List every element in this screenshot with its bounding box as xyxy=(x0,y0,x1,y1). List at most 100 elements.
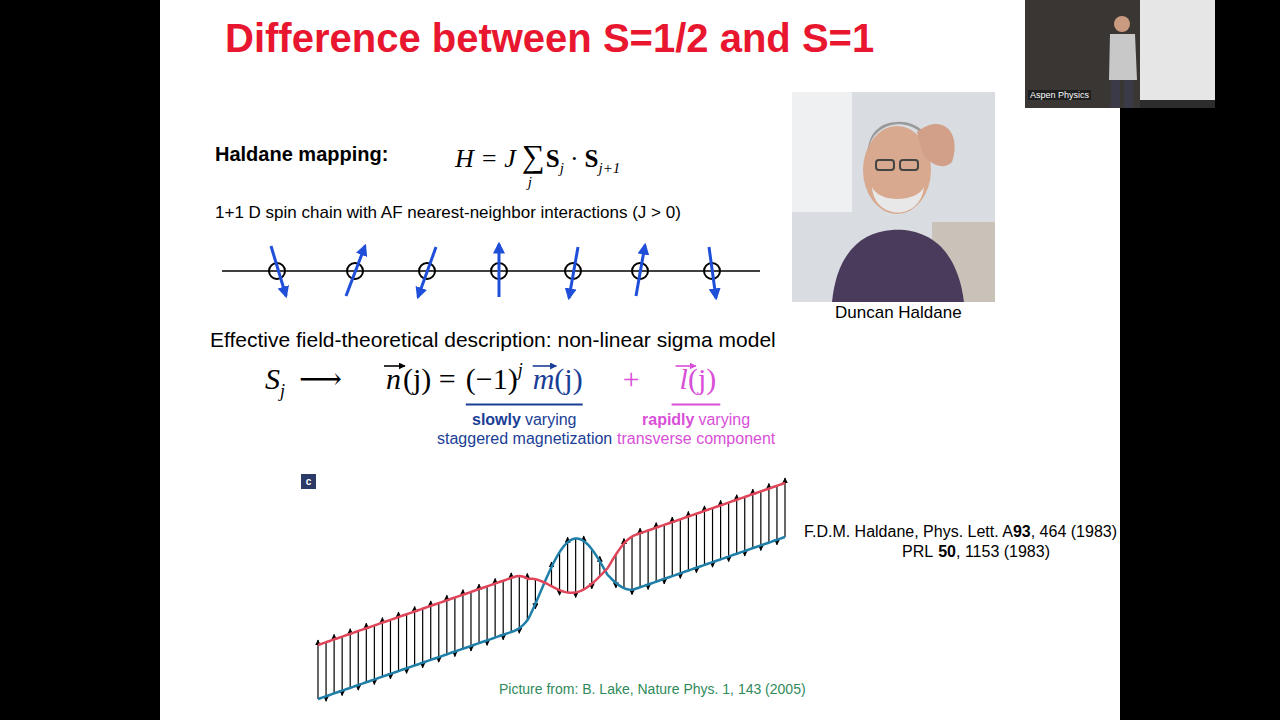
underline xyxy=(466,404,583,406)
annotation-row: rapidlyvarying xyxy=(642,411,750,429)
spin-arrow xyxy=(648,530,649,589)
dot-product: · xyxy=(570,144,579,174)
maps-to-arrow: ⟶ xyxy=(299,362,342,397)
spin-arrow xyxy=(768,484,769,543)
spin-arrow xyxy=(334,634,335,693)
spin-arrow xyxy=(470,592,471,651)
equation-text: (j) xyxy=(554,362,582,397)
spin-arrow xyxy=(744,497,745,556)
spin-arrow xyxy=(374,625,375,684)
photo-caption: Duncan Haldane xyxy=(835,303,962,323)
description-row: Effective field-theoretical description:… xyxy=(210,328,776,352)
picture-credit: Picture from: B. Lake, Nature Phys. 1, 1… xyxy=(499,681,806,697)
heading-row: Haldane mapping: xyxy=(215,143,388,166)
description-row: 1+1 D spin chain with AF nearest-neighbo… xyxy=(215,203,681,223)
underline xyxy=(672,404,721,406)
hamiltonian-formula: H = J∑jSj·Sj+1 xyxy=(455,138,620,175)
spin-arrow xyxy=(672,517,673,576)
sum-symbol: ∑ xyxy=(522,138,545,175)
citation-text: , 464 (1983) xyxy=(1031,523,1117,541)
spin-arrow xyxy=(776,486,777,545)
annotation-text: transverse component xyxy=(617,430,775,448)
description-text: 1+1 D spin chain with AF nearest-neighbo… xyxy=(215,203,681,223)
annotation-row: staggered magnetization xyxy=(437,430,612,448)
annotation-text: staggered magnetization xyxy=(437,430,612,448)
citation-text: , 1153 (1983) xyxy=(956,543,1050,561)
subscript: j+1 xyxy=(599,160,621,177)
annotation-text: rapidly xyxy=(642,411,694,429)
spin-arrow xyxy=(511,573,512,632)
stagger-factor: (−1) xyxy=(466,362,518,397)
spin-arrow xyxy=(631,537,632,595)
spin-arrow xyxy=(462,590,463,649)
spin-arrow xyxy=(358,631,359,690)
spin-arrow xyxy=(636,245,645,296)
annotation-text: varying xyxy=(698,411,750,429)
spin-arrow xyxy=(398,612,399,671)
spin-arrow xyxy=(519,576,520,633)
portrait-photo xyxy=(792,92,995,302)
citation-volume: 50 xyxy=(938,543,956,561)
vector-symbol: m xyxy=(533,362,555,397)
citation-row: F.D.M. Haldane, Phys. Lett. A93, 464 (19… xyxy=(804,523,1117,541)
spin-arrow xyxy=(317,640,318,699)
caption-row: Duncan Haldane xyxy=(835,303,962,323)
ribbon-edge xyxy=(318,483,785,645)
spin-arrow xyxy=(567,537,568,592)
spin-arrow xyxy=(704,506,705,565)
spin-arrow xyxy=(639,528,640,587)
spin-arrow xyxy=(430,601,431,660)
spin-operator: S xyxy=(585,145,599,174)
spin-operator: S xyxy=(546,145,560,174)
spin-arrow xyxy=(656,523,657,582)
spin-arrow xyxy=(583,536,584,589)
annotation-text: varying xyxy=(525,411,577,429)
panel-tag: c xyxy=(301,474,316,489)
spin-arrow xyxy=(342,637,343,696)
spin-arrow xyxy=(760,491,761,550)
spin-arrow xyxy=(709,247,716,298)
spin-arrow xyxy=(422,609,423,668)
spin-arrow xyxy=(720,500,721,559)
equation-text: (j) = xyxy=(403,362,456,397)
equation-text: (j) xyxy=(688,362,716,397)
spin-arrow xyxy=(498,244,501,297)
panel-letter: c xyxy=(306,477,312,487)
spin-arrow xyxy=(664,525,665,584)
field-equation: Sj⟶n(j) =(−1)jm(j)+l(j) xyxy=(265,362,716,397)
spin-arrow xyxy=(390,620,391,679)
spin-arrow xyxy=(784,478,785,537)
spin-arrow xyxy=(478,584,479,643)
spin-arrow xyxy=(446,595,447,654)
citation-row: PRL 50, 1153 (1983) xyxy=(902,543,1050,561)
side-band xyxy=(0,0,160,720)
vector-symbol: n xyxy=(386,362,401,397)
spin-arrow xyxy=(503,581,504,640)
sum-index: j xyxy=(528,174,532,191)
citation-volume: 93 xyxy=(1013,523,1031,541)
spin-arrow xyxy=(569,247,578,298)
spin-arrow xyxy=(418,247,436,297)
description-text: Effective field-theoretical description:… xyxy=(210,328,776,352)
spin-arrows xyxy=(318,478,785,701)
spin-arrow xyxy=(271,246,286,296)
spin-arrow xyxy=(688,512,689,571)
spin-arrow xyxy=(752,489,753,548)
annotation-row: slowlyvarying xyxy=(472,411,576,429)
citation-text: PRL xyxy=(902,543,933,561)
spin-arrow xyxy=(495,579,496,638)
heading-text: Haldane mapping: xyxy=(215,143,388,166)
side-band xyxy=(1120,0,1280,720)
spin-arrow xyxy=(382,618,383,677)
annotation-row: transverse component xyxy=(617,430,775,448)
webcam-label: Aspen Physics xyxy=(1028,90,1091,100)
watermark-text: Aspen Physics xyxy=(1030,90,1089,100)
ribbon-edge xyxy=(318,537,785,699)
spin-arrow xyxy=(406,614,407,673)
spin-arrow xyxy=(414,606,415,665)
spin-arrow xyxy=(527,573,528,620)
